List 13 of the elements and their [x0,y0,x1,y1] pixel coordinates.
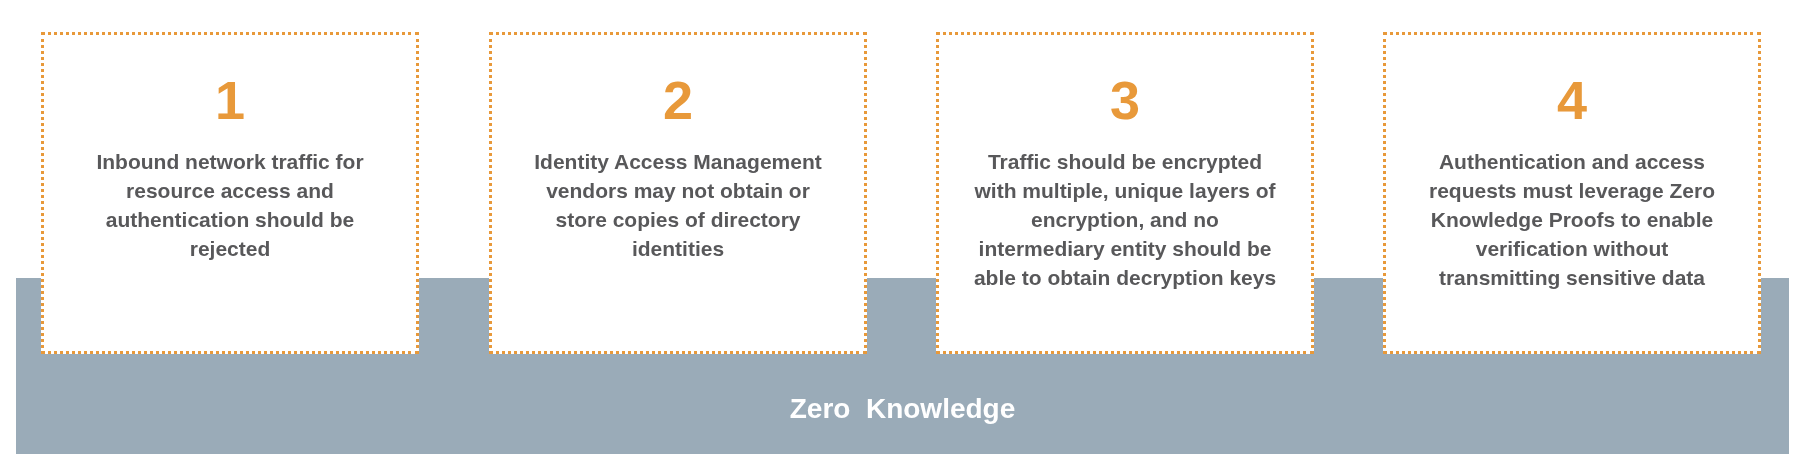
principle-card [936,32,1314,354]
step-number: 4 [1556,73,1587,127]
band-title: Zero Knowledge [788,392,1017,426]
principle-text: Identity Access Management vendors may not obtain or store copies of directory identities [533,149,823,262]
step-number: 3 [1109,73,1140,127]
principle-text: Inbound network traffic for resource access and authentication should be rejected [95,149,365,262]
principle-card [41,32,419,354]
principle-text: Traffic should be encrypted with multiple, unique layers of encryption, and no intermediary entity should be able to obtain decryption keys [972,149,1278,291]
step-number: 2 [662,73,693,127]
step-number: 1 [214,73,245,127]
principle-card [489,32,867,354]
principle-card [1383,32,1761,354]
principle-text: Authentication and access requests must leverage Zero Knowledge Proofs to enable verification without transmitting sensitive data [1428,149,1716,291]
